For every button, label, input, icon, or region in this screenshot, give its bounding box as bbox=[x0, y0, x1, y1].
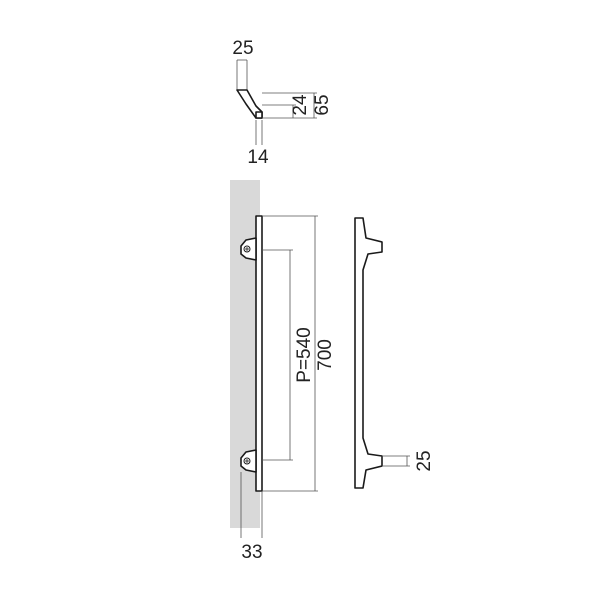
wall-offset-label: 33 bbox=[241, 542, 262, 563]
top-bar-section bbox=[255, 111, 263, 119]
handle-bar bbox=[255, 215, 263, 492]
side-foot-label: 25 bbox=[414, 450, 435, 471]
length-label: 700 bbox=[315, 339, 336, 371]
top-width-label: 25 bbox=[232, 38, 253, 59]
top-thickness-label: 14 bbox=[247, 147, 269, 168]
top-view: 25 24 65 14 bbox=[232, 38, 333, 168]
side-handle-profile bbox=[354, 217, 383, 489]
top-24-label: 24 bbox=[290, 94, 311, 116]
front-view: P=540 700 33 bbox=[230, 180, 336, 563]
pitch-label: P=540 bbox=[294, 327, 315, 382]
top-65-label: 65 bbox=[312, 94, 333, 115]
side-view: 25 bbox=[354, 217, 435, 489]
